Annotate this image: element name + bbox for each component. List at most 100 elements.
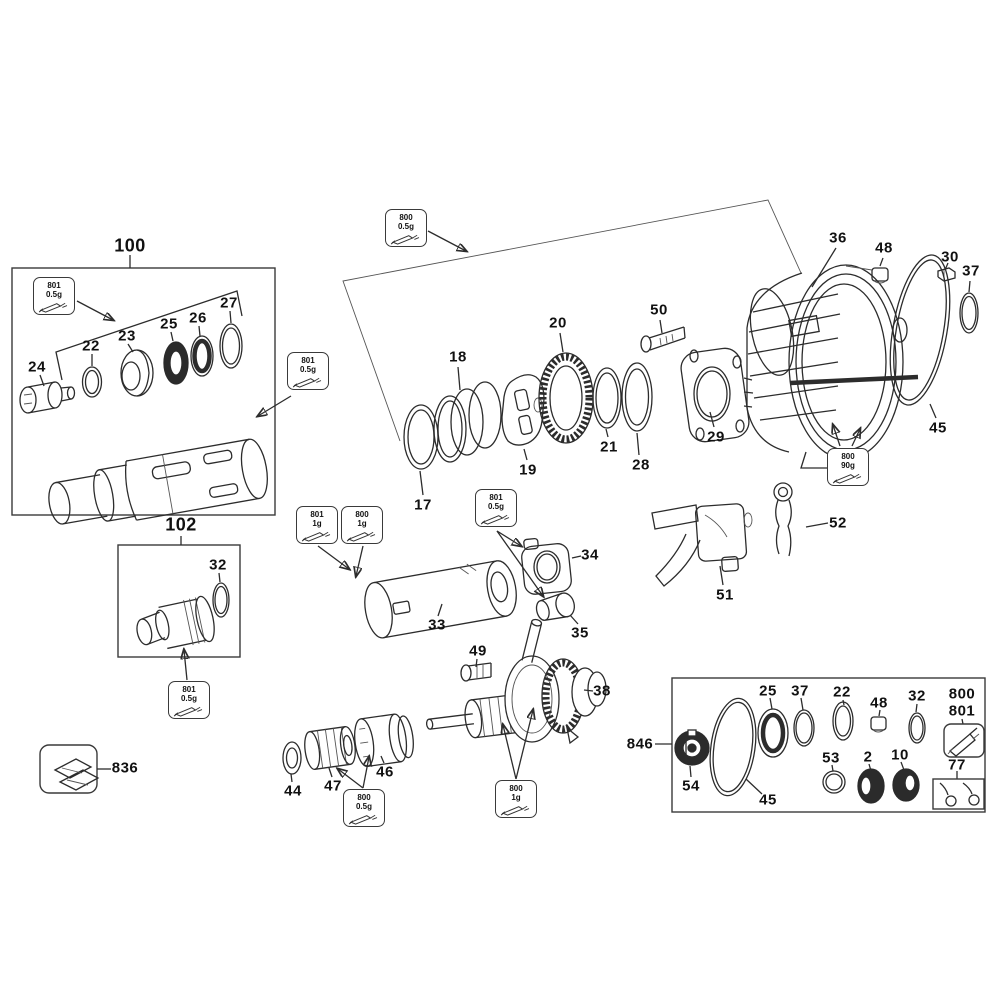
grease-tube-icon [173,706,203,717]
part-label-23: 23 [118,327,136,345]
part-label-25-kit: 25 [759,682,777,700]
grease-tube-icon [390,234,420,245]
grease-tube-icon [348,814,378,825]
part-19 [501,374,545,446]
part-label-19: 19 [519,461,537,479]
grease-label-text: 800 [841,452,855,461]
part-label-800-kit: 800 [948,685,976,703]
part-25-kit [757,708,789,758]
part-23 [120,349,154,397]
grease-label-text: 0.5g [45,290,62,299]
part-77-kit [932,771,985,810]
part-label-29: 29 [707,428,725,446]
part-51 [651,503,753,587]
part-45 [889,254,951,406]
grease-tube-icon [38,302,68,313]
part-label-51: 51 [716,586,734,604]
grease-tube-icon [832,473,862,484]
part-27 [219,323,243,369]
grease-label-text: 1g [312,519,322,528]
part-label-32: 32 [209,556,227,574]
part-label-48: 48 [875,239,893,257]
part-label-26: 26 [189,309,207,327]
leader-lines [39,247,971,795]
part-label-34: 34 [581,546,599,564]
part-label-45-kit: 45 [759,791,777,809]
grease-label-text: 800 [355,510,369,519]
grease-tube-icon [500,805,530,816]
part-25 [163,341,189,385]
part-37 [959,292,979,334]
part-24 [19,381,76,414]
part-label-48-kit: 48 [870,694,888,712]
part-35 [535,592,575,621]
part-label-102: 102 [165,514,197,535]
part-label-21: 21 [600,438,618,456]
grease-label-text: 0.5g [180,694,197,703]
part-label-37-kit: 37 [791,682,809,700]
main-assembly-outline [342,199,802,442]
part-label-35: 35 [571,624,589,642]
part-34 [521,537,572,595]
part-label-44: 44 [284,782,302,800]
part-18 [433,381,502,463]
grease-label-text: 800 [357,793,371,802]
grease-tube-icon [301,531,331,542]
grease-tube-box-kit [943,718,985,758]
part-50 [640,326,686,353]
part-10-kit [892,768,920,802]
grease-tube-icon [480,514,510,525]
part-label-100: 100 [114,235,146,256]
grease-label-text: 0.5g [397,222,414,231]
grease-label-text: 800 [399,213,413,222]
part-37-kit [793,709,815,747]
part-label-18: 18 [449,348,467,366]
group-box-846 [655,677,986,813]
part-label-53: 53 [822,749,840,767]
part-barrel-100 [48,438,268,525]
part-32-kit [908,712,926,744]
part-54-kit [674,729,710,766]
part-label-836: 836 [111,759,139,777]
part-label-45: 45 [929,419,947,437]
grease-tube-icon [292,377,322,388]
part-label-24: 24 [28,358,46,376]
grease-label-text: 801 [182,685,196,694]
part-33 [364,560,517,639]
part-chuck-102 [136,595,215,650]
part-label-801-kit: 801 [948,702,976,720]
part-49 [460,662,492,682]
part-label-28: 28 [632,456,650,474]
grease-label-text: 1g [511,793,521,802]
part-28 [621,362,653,432]
part-52 [773,482,793,557]
part-label-22: 22 [82,337,100,355]
part-label-46: 46 [376,763,394,781]
part-label-36: 36 [829,229,847,247]
grease-label-text: 0.5g [355,802,372,811]
part-label-2: 2 [863,748,873,766]
grease-tube-icon [346,531,376,542]
part-46 [354,713,414,768]
grease-label-text: 800 [509,784,523,793]
part-label-10: 10 [891,746,909,764]
grease-label-text: 90g [841,461,855,470]
part-21 [592,367,622,429]
grease-label-text: 0.5g [487,502,504,511]
part-45-kit [709,697,757,797]
part-label-20: 20 [549,314,567,332]
part-26 [190,335,214,377]
group-box-100 [11,255,276,516]
part-label-27: 27 [220,294,238,312]
grease-label-text: 1g [357,519,367,528]
part-32 [212,582,230,618]
part-label-77: 77 [948,756,966,774]
